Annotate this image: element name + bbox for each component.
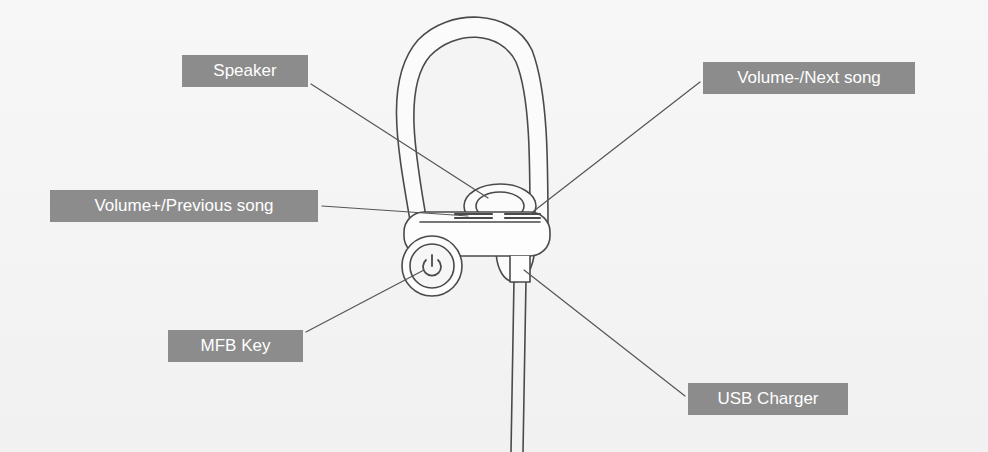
cable [511,280,514,452]
volume-down-button [505,214,540,218]
mfb-key-housing [402,236,462,296]
part-label: USB Charger [688,383,848,415]
power-symbol [431,255,433,266]
part-name: USB Charger [717,389,818,408]
part-name: Volume-/Next song [737,68,881,87]
mfb-key [410,244,454,288]
part-label: MFB Key [168,330,303,362]
leader-line [524,270,685,396]
part-label: Speaker [182,55,308,87]
part-label: Volume-/Next song [703,62,915,94]
ear-hook [396,17,548,232]
body-edge [420,221,540,223]
leader-line [306,270,424,332]
cable-joint [510,256,530,282]
part-name: Speaker [213,61,276,80]
leader-line [311,84,488,198]
part-label: Volume+/Previous song [50,190,318,222]
cable [523,280,526,452]
part-name: Volume+/Previous song [94,196,273,215]
part-name: MFB Key [201,336,271,355]
leader-line [530,82,700,214]
leader-line [322,206,468,216]
